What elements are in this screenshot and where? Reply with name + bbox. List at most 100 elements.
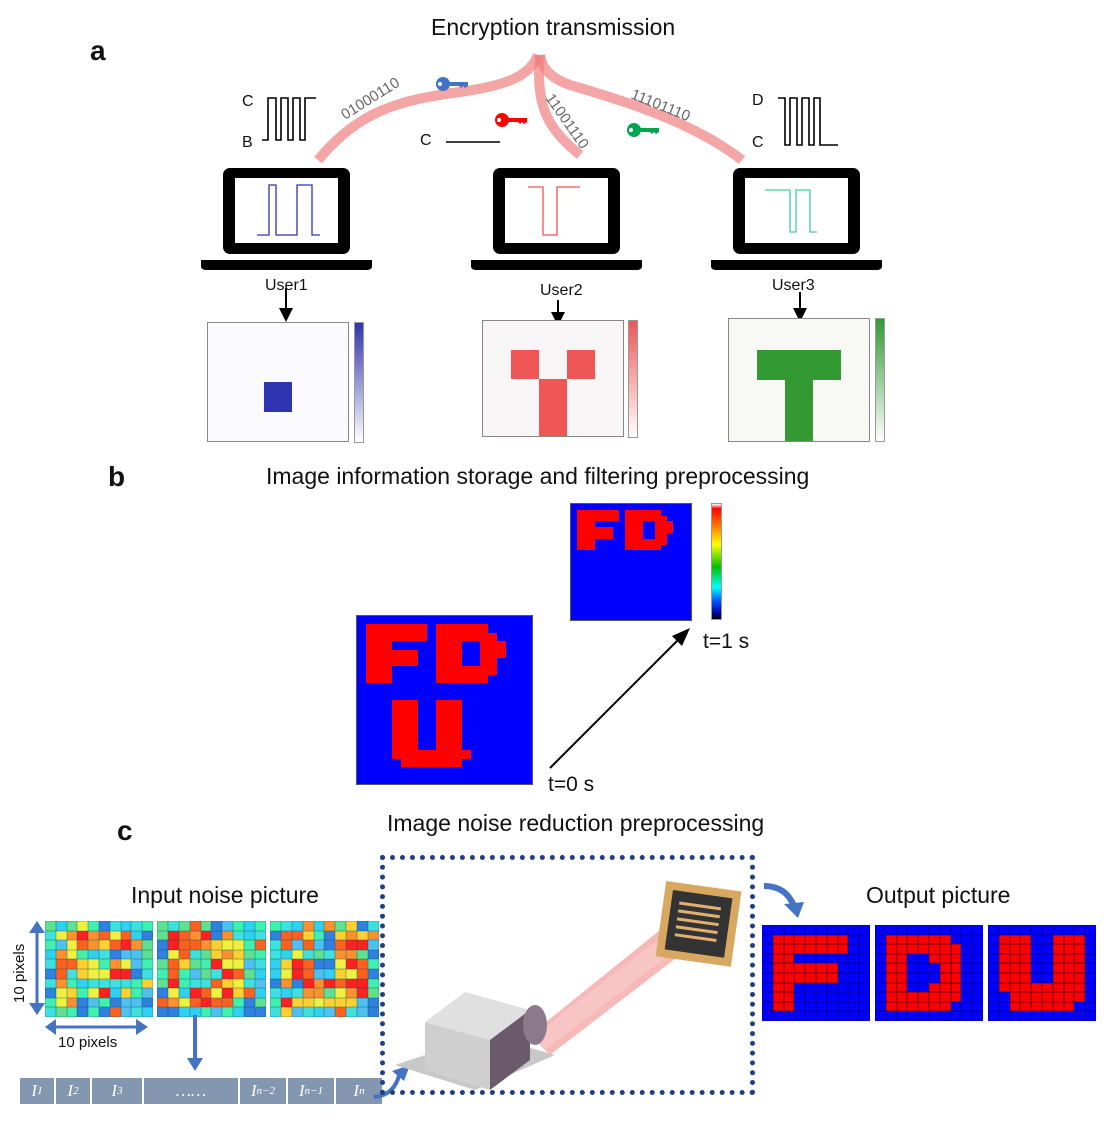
pixel bbox=[907, 992, 919, 1002]
pixel bbox=[649, 538, 655, 545]
pixel bbox=[577, 509, 583, 516]
pixel bbox=[409, 716, 419, 726]
pixel bbox=[607, 544, 613, 551]
pixel bbox=[222, 949, 234, 960]
pixel bbox=[1020, 944, 1032, 954]
pixel bbox=[613, 573, 619, 580]
pixel bbox=[1074, 925, 1086, 935]
pixel bbox=[998, 973, 1010, 983]
pixel bbox=[625, 544, 631, 551]
pixel bbox=[837, 963, 849, 973]
pixel bbox=[427, 750, 436, 759]
pixel bbox=[643, 509, 649, 516]
pixel bbox=[505, 657, 515, 667]
pixel bbox=[313, 969, 325, 979]
pixel bbox=[661, 591, 667, 597]
pixel bbox=[589, 602, 595, 609]
pixel bbox=[1031, 953, 1042, 964]
sequence-cell: …… bbox=[144, 1078, 238, 1104]
pixel bbox=[479, 632, 489, 642]
pixel bbox=[365, 624, 375, 633]
pixel bbox=[302, 988, 314, 998]
pixel bbox=[357, 666, 366, 675]
pixel bbox=[444, 649, 454, 658]
pixel bbox=[837, 1011, 849, 1021]
pixel bbox=[637, 596, 643, 603]
pixel bbox=[613, 550, 619, 557]
pixel bbox=[55, 921, 67, 931]
pixel bbox=[400, 767, 410, 776]
pixel bbox=[505, 641, 515, 650]
pixel bbox=[607, 602, 613, 609]
pixel bbox=[514, 725, 524, 734]
pixel bbox=[1020, 973, 1032, 983]
pixel bbox=[383, 666, 392, 675]
pixel bbox=[649, 556, 655, 562]
pixel bbox=[794, 1001, 806, 1012]
pixel bbox=[583, 562, 589, 568]
pixel bbox=[470, 641, 480, 650]
pixel bbox=[667, 562, 673, 568]
pixel bbox=[418, 758, 427, 768]
pixel bbox=[142, 988, 153, 998]
pixel bbox=[571, 550, 577, 557]
pixel bbox=[613, 562, 619, 568]
pixel bbox=[577, 591, 583, 597]
pixel bbox=[571, 579, 577, 586]
pixel bbox=[577, 533, 583, 539]
pixel bbox=[589, 509, 595, 516]
wave-label-user1-top: C bbox=[242, 93, 254, 110]
pixel bbox=[619, 614, 625, 620]
pixel bbox=[142, 940, 153, 950]
pixel bbox=[167, 1007, 179, 1017]
pixel bbox=[667, 591, 673, 597]
pixel bbox=[435, 733, 445, 742]
pixel bbox=[762, 982, 773, 993]
pixel bbox=[427, 733, 436, 742]
pixel bbox=[392, 641, 401, 650]
pixel bbox=[939, 1001, 951, 1012]
pixel bbox=[625, 504, 631, 510]
pixel bbox=[462, 767, 471, 776]
pixel bbox=[142, 978, 153, 989]
pixel bbox=[613, 544, 619, 551]
pixel bbox=[655, 533, 661, 539]
pixel bbox=[365, 758, 375, 768]
pixel bbox=[383, 657, 392, 667]
pixel bbox=[392, 666, 401, 675]
pixel bbox=[643, 533, 649, 539]
pixel bbox=[1009, 934, 1021, 945]
pixel bbox=[365, 641, 375, 650]
sequence-cell-base: I bbox=[250, 1081, 257, 1100]
pixel bbox=[368, 1007, 379, 1017]
pixel bbox=[649, 562, 655, 568]
pixel bbox=[826, 963, 838, 973]
pixel bbox=[783, 963, 795, 973]
pixel bbox=[488, 750, 497, 759]
pixel bbox=[255, 940, 266, 950]
pixel bbox=[236, 411, 264, 441]
pixel bbox=[950, 992, 962, 1002]
pixel bbox=[335, 988, 347, 998]
waveform-user3 bbox=[778, 97, 838, 146]
pixel bbox=[418, 683, 427, 692]
laptop-user1 bbox=[201, 168, 372, 270]
pixel bbox=[643, 608, 649, 615]
pixel bbox=[453, 666, 462, 675]
pixel bbox=[77, 1007, 89, 1017]
encryption-diagram: 01000110 11001110 11101110 bbox=[201, 52, 882, 326]
pixel bbox=[655, 567, 661, 574]
pixel bbox=[167, 959, 179, 969]
heatmap-t1 bbox=[570, 503, 692, 621]
pixel bbox=[357, 758, 366, 768]
pixel bbox=[400, 674, 410, 684]
pixel bbox=[805, 963, 816, 973]
pixel bbox=[368, 940, 379, 950]
pixel bbox=[488, 649, 497, 658]
pixel bbox=[571, 527, 577, 533]
pixel bbox=[418, 649, 427, 658]
pixel bbox=[805, 1001, 816, 1012]
colorbar-user3 bbox=[875, 318, 885, 442]
pixel bbox=[649, 596, 655, 603]
pixel bbox=[918, 925, 929, 935]
